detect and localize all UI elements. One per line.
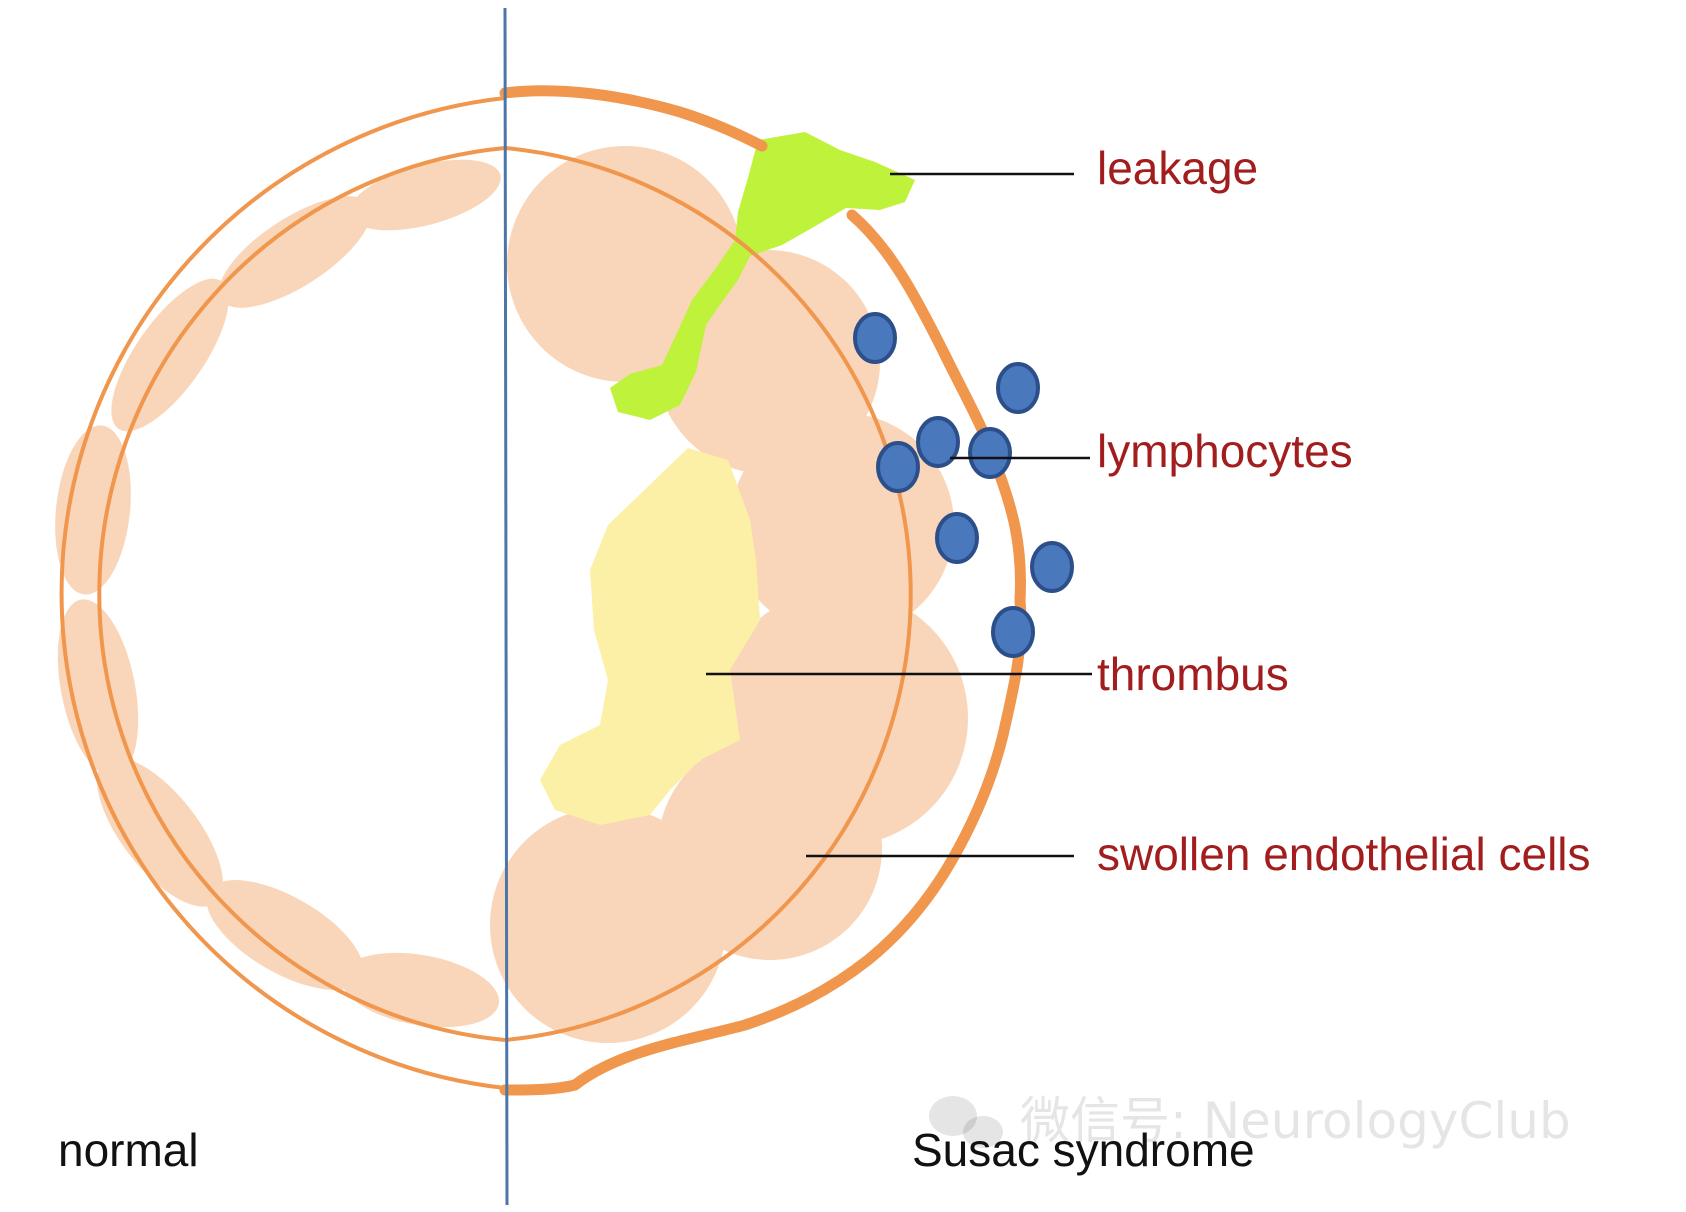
endothelial-cell <box>218 196 372 308</box>
watermark: 微信号: NeurologyClub <box>929 1092 1571 1150</box>
leakage-spill <box>610 132 915 420</box>
normal-outer-wall <box>59 96 506 1090</box>
divider-line <box>503 7 509 1206</box>
susac-inner-wall <box>504 146 913 1042</box>
susac-outer-wall-upper <box>499 85 768 152</box>
leakage-label: leakage <box>1097 142 1258 194</box>
lymphocyte <box>1030 541 1074 593</box>
watermark-text: 微信号: NeurologyClub <box>1020 1092 1571 1150</box>
thrombus-label: thrombus <box>1097 648 1289 700</box>
lymphocytes-label: lymphocytes <box>1097 425 1353 477</box>
swollen-endothelial-cells <box>490 146 968 1043</box>
endothelial-cell <box>349 159 501 231</box>
susac-syndrome-label: Susac syndrome <box>912 1124 1255 1176</box>
susac-vessel <box>490 85 1074 1096</box>
lymphocyte <box>991 606 1035 658</box>
endothelial-cell <box>57 599 139 777</box>
wechat-icon <box>929 1096 1003 1148</box>
lymphocyte <box>935 512 979 564</box>
thrombus-mass <box>540 448 760 825</box>
susac-outer-wall-lower <box>499 209 1027 1096</box>
normal-vessel <box>55 96 506 1090</box>
callout-lines <box>706 172 1092 858</box>
lymphocyte <box>876 441 920 493</box>
lymphocytes <box>853 312 1074 658</box>
endothelial-cell <box>55 425 131 595</box>
lymphocyte <box>916 416 960 468</box>
normal-endothelial-cells <box>55 159 501 1028</box>
lymphocyte <box>968 427 1012 479</box>
endothelial-cell <box>206 880 364 990</box>
swollen-cell <box>490 807 726 1043</box>
normal-label: normal <box>58 1124 199 1176</box>
normal-inner-wall <box>97 146 506 1042</box>
lymphocyte <box>853 312 897 364</box>
lymphocyte <box>996 362 1040 414</box>
swollen-cells-label: swollen endothelial cells <box>1097 828 1591 880</box>
